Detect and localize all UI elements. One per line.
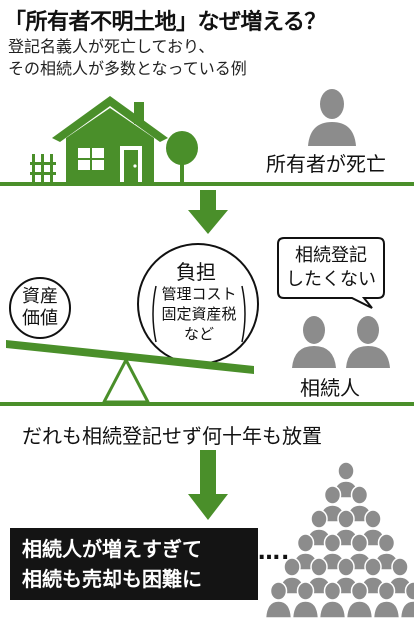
owner-deceased-label: 所有者が死亡 [266, 152, 386, 176]
burden-title: 負担 [176, 260, 216, 284]
ground-line-1 [0, 182, 414, 186]
burden-item-etc: など [183, 325, 214, 343]
deceased-owner-icon [308, 89, 356, 146]
subtitle-line-1: 登記名義人が死亡しており、 [8, 37, 215, 56]
heirs-crowd-icon [264, 461, 414, 619]
asset-value-label: 資産 価値 [22, 286, 58, 330]
speech-bubble [277, 237, 385, 309]
heirs-label: 相続人 [300, 376, 360, 400]
conclusion-banner: 相続人が増えすぎて 相続も売却も困難に [10, 528, 258, 600]
crowd-person-icon [372, 581, 401, 619]
ground-line-2 [0, 402, 414, 406]
crowd-person-icon [291, 581, 320, 619]
heir-person-icon [346, 316, 390, 368]
down-arrow-icon [188, 190, 228, 234]
asset-line-2: 価値 [22, 308, 58, 329]
asset-line-1: 資産 [22, 286, 58, 307]
speech-line-2: したくない [286, 269, 376, 290]
heir-person-icon [292, 316, 336, 368]
house-icon [52, 96, 168, 182]
subtitle-line-2: その相続人が多数となっている例 [8, 59, 247, 78]
seesaw-icon [6, 340, 254, 404]
subtitle: 登記名義人が死亡しており、 その相続人が多数となっている例 [8, 36, 247, 80]
ellipsis: …. [258, 540, 291, 565]
banner-line-2: 相続も売却も困難に [22, 567, 202, 591]
tree-icon [166, 131, 198, 184]
burden-items: 管理コスト 固定資産税 など [150, 284, 248, 344]
burden-brackets [152, 285, 246, 343]
burden-item-property-tax: 固定資産税 [161, 305, 237, 323]
crowd-person-icon [345, 581, 374, 619]
speech-text: 相続登記 したくない [286, 244, 376, 292]
asset-circle [9, 277, 71, 339]
neglect-caption: だれも相続登記せず何十年も放置 [22, 424, 322, 448]
burden-item-management-cost: 管理コスト [161, 285, 237, 303]
fence-icon [30, 154, 56, 182]
crowd-person-icon [318, 581, 347, 619]
banner-line-1: 相続人が増えすぎて [22, 537, 202, 561]
crowd-person-icon [264, 581, 293, 619]
down-arrow-icon [188, 450, 228, 520]
page-title: 「所有者不明土地」なぜ増える？ [4, 10, 326, 35]
speech-line-1: 相続登記 [295, 245, 367, 266]
